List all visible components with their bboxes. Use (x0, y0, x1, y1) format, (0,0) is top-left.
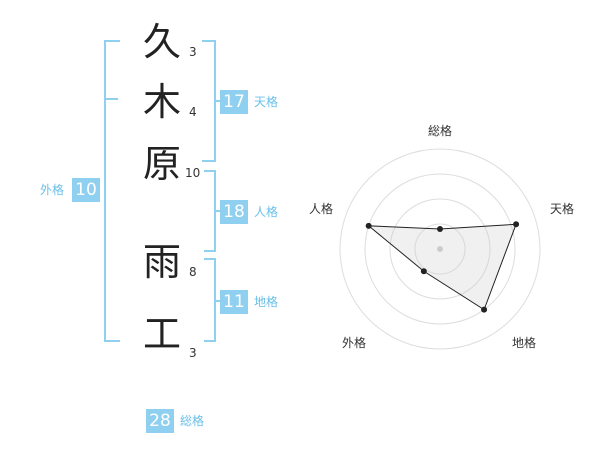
radar-point-5 (365, 222, 372, 229)
radar-axis-label-tenkaku: 天格 (550, 202, 575, 216)
name-char-3: 原 (142, 142, 181, 186)
name-char-4: 雨 (142, 240, 181, 284)
name-char-5: 工 (142, 312, 181, 356)
stroke-count-5: 3 (189, 346, 197, 360)
jinkaku-value: 18 (220, 200, 248, 224)
stroke-count-1: 3 (189, 45, 197, 59)
tenkaku-bracket-tick (214, 100, 220, 102)
radar-axis-label-soukaku: 総格 (428, 124, 453, 138)
radar-ring (364, 173, 516, 325)
tenkaku-label: 天格 (254, 95, 279, 109)
tenkaku-value: 17 (220, 90, 248, 114)
radar-axis-label-jinkaku: 人格 (309, 202, 334, 216)
radar-area (367, 223, 517, 311)
radar-ring (339, 148, 541, 350)
jinkaku-label: 人格 (254, 205, 279, 219)
gaikaku-value: 10 (72, 178, 100, 202)
gaikaku-label: 外格 (40, 183, 65, 197)
radar-center-dot (437, 246, 443, 252)
jinkaku-bracket-tick (214, 210, 220, 212)
radar-ring (389, 198, 491, 300)
chikaku-value: 11 (220, 290, 248, 314)
radar-point-1 (437, 226, 443, 232)
stroke-count-4: 8 (189, 265, 197, 279)
radar-point-4 (420, 268, 427, 275)
radar-axis-label-chikaku: 地格 (512, 336, 537, 350)
radar-axis-label-gaikaku: 外格 (342, 336, 367, 350)
chikaku-label: 地格 (254, 295, 279, 309)
chikaku-bracket-tick (214, 300, 220, 302)
stroke-count-3: 10 (185, 166, 201, 180)
radar-point-2 (513, 221, 520, 228)
gaikaku-bracket-tick (106, 98, 118, 100)
soukaku-value: 28 (146, 409, 174, 433)
name-char-2: 木 (142, 80, 181, 124)
name-char-1: 久 (142, 20, 181, 64)
soukaku-label: 総格 (180, 414, 205, 428)
gaikaku-bracket (104, 40, 120, 342)
radar-point-3 (481, 306, 488, 313)
stroke-count-2: 4 (189, 105, 197, 119)
radar-ring (414, 223, 466, 275)
